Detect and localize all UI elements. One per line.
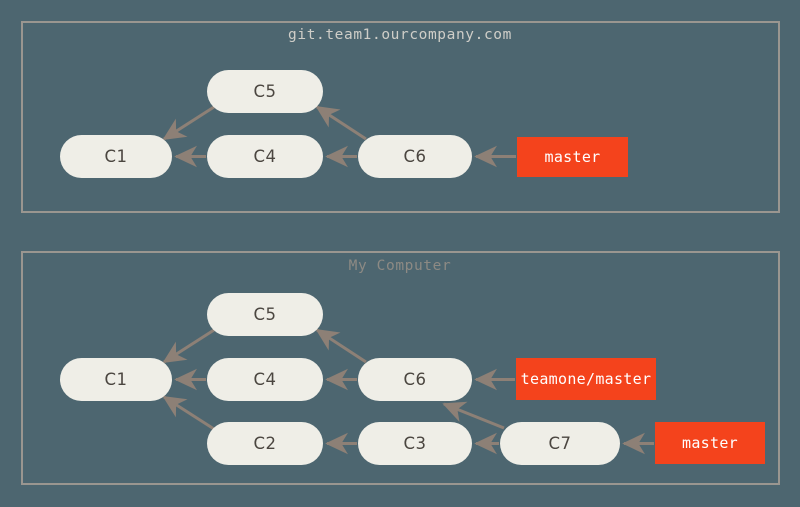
- commit-node-local-c5[interactable]: C5: [207, 293, 323, 336]
- commit-label: C7: [548, 434, 572, 453]
- commit-node-c5[interactable]: C5: [207, 70, 323, 113]
- commit-node-c4[interactable]: C4: [207, 135, 323, 178]
- branch-ref-label: teamone/master: [520, 370, 652, 388]
- commit-label: C1: [104, 147, 128, 166]
- commit-node-c1[interactable]: C1: [60, 135, 172, 178]
- commit-node-c6[interactable]: C6: [358, 135, 472, 178]
- commit-label: C5: [253, 305, 277, 324]
- commit-label: C5: [253, 82, 277, 101]
- commit-label: C2: [253, 434, 277, 453]
- commit-node-local-c7[interactable]: C7: [500, 422, 620, 465]
- branch-ref-master-remote[interactable]: master: [517, 137, 628, 177]
- commit-label: C6: [403, 147, 427, 166]
- commit-node-local-c6[interactable]: C6: [358, 358, 472, 401]
- commit-label: C6: [403, 370, 427, 389]
- commit-node-local-c2[interactable]: C2: [207, 422, 323, 465]
- commit-label: C3: [403, 434, 427, 453]
- commit-label: C4: [253, 147, 277, 166]
- commit-label: C4: [253, 370, 277, 389]
- commit-node-local-c4[interactable]: C4: [207, 358, 323, 401]
- commit-label: C1: [104, 370, 128, 389]
- commit-node-local-c1[interactable]: C1: [60, 358, 172, 401]
- local-panel: [21, 251, 780, 485]
- branch-ref-label: master: [682, 434, 738, 452]
- commit-node-local-c3[interactable]: C3: [358, 422, 472, 465]
- remote-panel-title: git.team1.ourcompany.com: [288, 27, 512, 43]
- local-panel-title: My Computer: [348, 258, 452, 274]
- branch-ref-master-local[interactable]: master: [655, 422, 765, 464]
- branch-ref-teamone-master[interactable]: teamone/master: [516, 358, 656, 400]
- branch-ref-label: master: [544, 148, 601, 166]
- remote-panel: [21, 21, 780, 213]
